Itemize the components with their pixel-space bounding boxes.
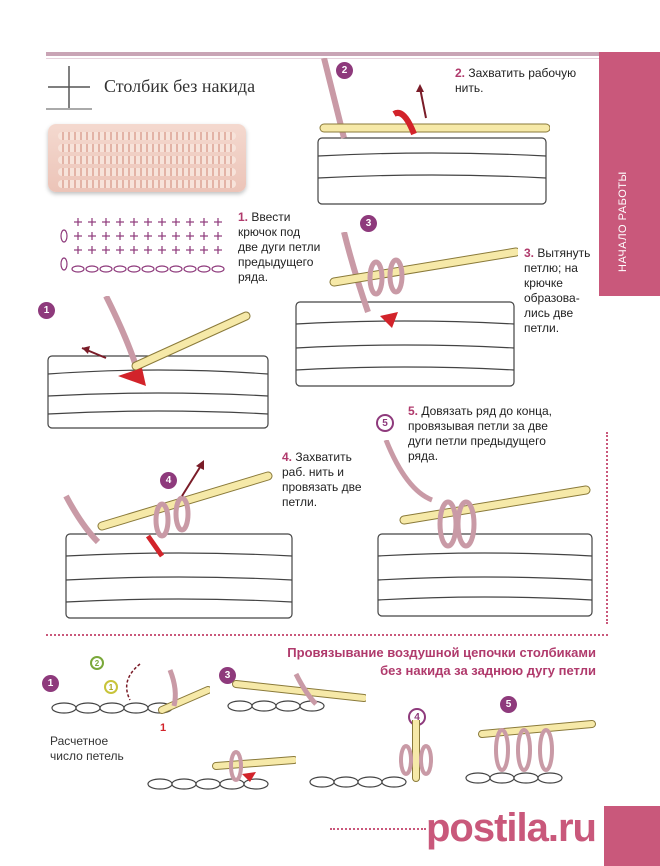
page-title: Столбик без накида <box>104 76 256 96</box>
illustration-step-3 <box>294 232 518 390</box>
side-tab-label: НАЧАЛО РАБОТЫ <box>617 171 629 272</box>
chain-step-3-badge: 3 <box>219 667 236 684</box>
dotted-divider-bottom <box>330 828 426 830</box>
illustration-step-4 <box>62 456 296 622</box>
section-2-title: Провязывание воздушной цепочки столбикам… <box>287 644 596 680</box>
section-2-title-line-1: Провязывание воздушной цепочки столбикам… <box>287 645 596 660</box>
marker-2: 2 <box>90 656 104 670</box>
step-5-badge: 5 <box>376 414 394 432</box>
step-1-badge: 1 <box>38 302 55 319</box>
step-4-badge: 4 <box>160 472 177 489</box>
chain-step-1-badge: 1 <box>42 675 59 692</box>
stitch-chart <box>58 212 228 274</box>
step-2-badge: 2 <box>336 62 353 79</box>
step-1-text: 1. Ввести крючок под две дуги петли пред… <box>238 210 321 284</box>
step-2-text: 2. Захватить рабочую нить. <box>455 66 577 95</box>
marker-1-red: 1 <box>160 722 167 734</box>
illustration-step-1 <box>46 296 272 432</box>
step-5-text: 5. Довязать ряд до конца, провязывая пет… <box>408 404 552 463</box>
step-3-text: 3. Вытянуть петлю; на крючке образова-ли… <box>524 246 591 335</box>
chain-illustration-1 <box>50 660 210 730</box>
plus-icon <box>46 64 92 110</box>
chain-note-line-1: Расчетное <box>50 734 109 748</box>
chain-illustration-3 <box>216 664 366 724</box>
page-tab <box>604 806 660 866</box>
chain-note-line-2: число петель <box>50 749 124 763</box>
step-4-text: 4. Захватить раб. нить и провязать две п… <box>282 450 362 509</box>
side-tab: НАЧАЛО РАБОТЫ <box>599 52 660 296</box>
top-rule <box>46 52 599 56</box>
knitted-swatch-photo <box>48 124 246 192</box>
step-3-badge: 3 <box>360 215 377 232</box>
chain-illustration-4 <box>306 720 446 796</box>
chain-note: Расчетное число петель <box>50 734 124 764</box>
chain-illustration-5 <box>462 704 596 794</box>
watermark: postila.ru <box>425 806 597 850</box>
dotted-divider-horizontal <box>46 634 608 636</box>
illustration-step-2 <box>314 58 550 208</box>
stitch-chart-svg <box>60 218 225 273</box>
illustration-step-5 <box>376 440 596 620</box>
chain-illustration-3b <box>146 736 296 796</box>
marker-1: 1 <box>104 680 118 694</box>
dotted-divider-vertical <box>606 432 608 624</box>
section-2-title-line-2: без накида за заднюю дугу петли <box>380 663 596 678</box>
chain-step-5-badge: 5 <box>500 696 517 713</box>
